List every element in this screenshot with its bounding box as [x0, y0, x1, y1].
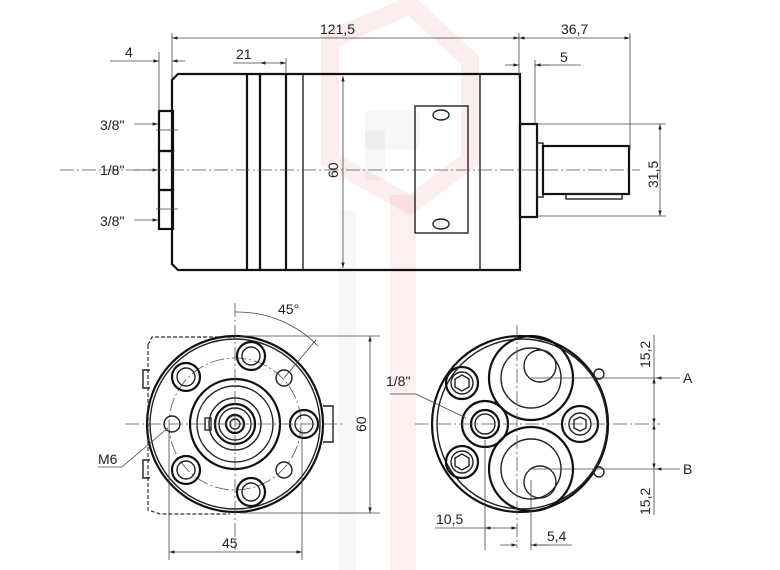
- dim-port-offset: 4: [125, 44, 133, 60]
- dim-flange-width: 21: [236, 46, 252, 62]
- rear-view: A B 15,2 15,2 1/8" 10,5 5,4: [386, 325, 693, 550]
- drain-port-label: 1/8": [386, 373, 410, 389]
- dim-small-offset: 5,4: [547, 528, 567, 544]
- dim-angle: 45°: [278, 301, 299, 317]
- dim-horizontal-offset: 10,5: [436, 511, 463, 527]
- dim-overall-length: 121,5: [320, 21, 355, 37]
- dim-body-diameter: 60: [325, 162, 341, 178]
- dim-offset-b: 15,2: [637, 488, 653, 515]
- dim-front-height: 60: [353, 416, 369, 432]
- front-view: 45° 60 45 M6: [98, 301, 380, 560]
- port-b-label: B: [683, 461, 692, 477]
- dim-shaft-length: 36,7: [561, 21, 588, 37]
- watermark: [321, 0, 479, 570]
- side-view: 121,5 36,7 5 4 21 60 31,5 3/8" 1/8": [60, 21, 666, 272]
- thread-label: M6: [98, 451, 118, 467]
- dim-bolt-circle: 45: [222, 535, 238, 551]
- port-label-top: 3/8": [100, 117, 124, 133]
- port-label-bottom: 3/8": [100, 213, 124, 229]
- dim-shaft-diameter: 31,5: [645, 161, 661, 188]
- dim-offset-a: 15,2: [637, 341, 653, 368]
- port-a-label: A: [683, 370, 693, 386]
- port-label-middle: 1/8": [100, 162, 124, 178]
- dim-shaft-shoulder: 5: [560, 49, 568, 65]
